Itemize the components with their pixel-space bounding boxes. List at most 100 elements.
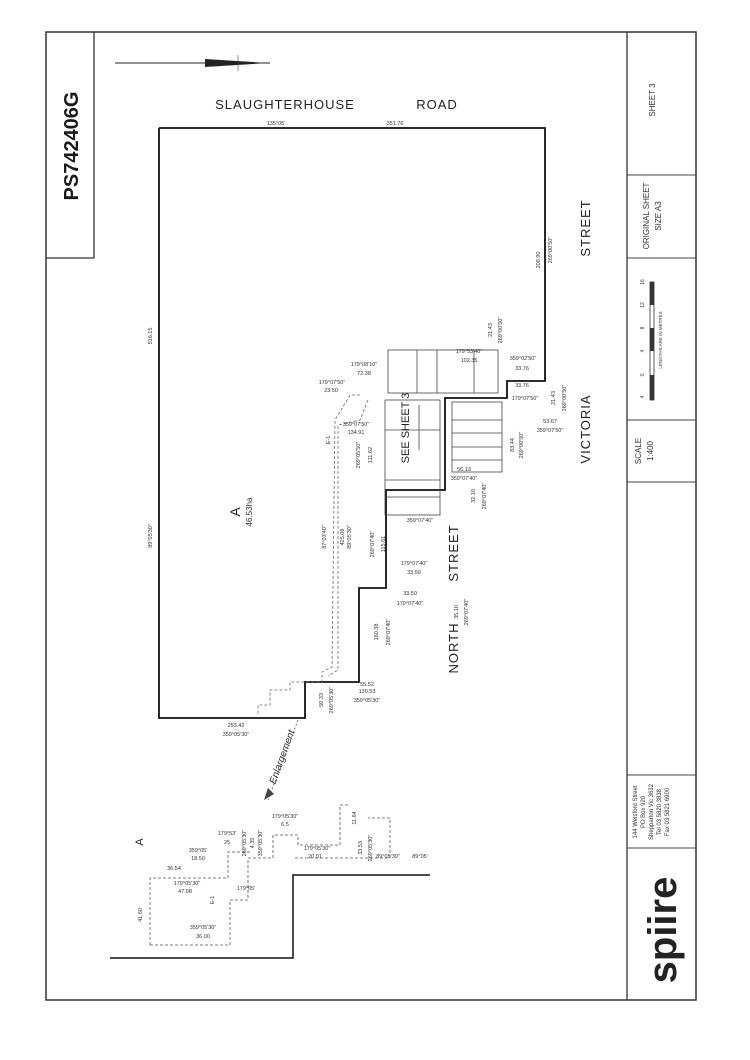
scale-label: SCALE xyxy=(634,438,643,464)
dimension-label: 134.91 xyxy=(348,430,365,436)
dimension-label: 359°07'40" xyxy=(407,518,434,524)
dimension-label: 18.50 xyxy=(191,856,205,862)
scale-value: 1:400 xyxy=(646,440,655,461)
scale-tick: 4 xyxy=(640,349,646,352)
dimension-label: 130.53 xyxy=(359,689,376,695)
dimension-label: 179°53'40" xyxy=(456,349,483,355)
dimension-label: 359°05' xyxy=(189,848,208,854)
scale-tick: 16 xyxy=(640,279,646,285)
dimension-label: 359°02'50" xyxy=(510,356,537,362)
dimension-label: E-1 xyxy=(326,436,332,445)
dimension-label: 269°05'30" xyxy=(329,687,335,714)
lot-area: 46.53ha xyxy=(245,497,254,526)
dimension-label: 72.38 xyxy=(357,371,371,377)
internal-lots xyxy=(384,349,503,516)
dimension-label: E-1 xyxy=(210,896,216,905)
dimension-label: 89°05'30" xyxy=(148,524,154,548)
lot-label: A xyxy=(227,507,243,517)
north-arrow-icon xyxy=(115,55,270,71)
road-name-north: NORTH xyxy=(446,623,461,674)
dimension-label: 359°07'40" xyxy=(451,476,478,482)
dimension-label: 359°05'30" xyxy=(258,830,264,857)
scale-tick: 12 xyxy=(640,302,646,308)
enlargement-label: Enlargement xyxy=(268,727,298,785)
address-line: Fax 03 5821 6900 xyxy=(665,787,671,836)
dimension-label: 135°05' xyxy=(267,121,286,127)
scale-tick: 4 xyxy=(640,395,646,398)
scale-bar: 4 0 4 8 12 16 LENGTHS ARE IN METRES xyxy=(640,279,663,401)
dimension-label: 269°00'50" xyxy=(562,385,568,412)
dimension-label: 41.60 xyxy=(138,908,144,922)
dimension-label: 89°05' xyxy=(412,854,428,860)
dimension-label: 269°07'40" xyxy=(464,599,470,626)
address-line: PO Box 920 xyxy=(641,795,647,828)
see-sheet-label: SEE SHEET 3 xyxy=(400,393,412,464)
dimension-label: 32.10 xyxy=(471,489,477,503)
dimension-label: 179°07'50" xyxy=(319,380,346,386)
dimension-label: 179°53' xyxy=(218,831,237,837)
road-name-slaughterhouse: SLAUGHTERHOUSE xyxy=(215,97,355,112)
dimension-label: 25 xyxy=(224,840,230,846)
dimension-label: 47.08 xyxy=(178,889,192,895)
dimension-label: 33.76 xyxy=(515,366,529,372)
sheet-number: SHEET 3 xyxy=(648,83,657,117)
original-sheet-line2: SIZE A3 xyxy=(654,201,663,231)
dimension-label: 269°07'40" xyxy=(386,619,392,646)
company-logo: spiire xyxy=(641,877,685,984)
dimension-label: 87°03'40" xyxy=(322,525,328,549)
dimension-label: 6.5 xyxy=(281,822,289,828)
dimension-label: 269°00'50" xyxy=(498,317,504,344)
dimension-label: 33.50 xyxy=(407,570,421,576)
dimension-label: 23.50 xyxy=(324,388,338,394)
dimension-label: 36.00 xyxy=(196,934,210,940)
parcel-boundary xyxy=(158,127,546,719)
dimension-label: 179°07'40" xyxy=(397,601,424,607)
road-name-slaughterhouse: ROAD xyxy=(416,97,458,112)
sheet-border xyxy=(45,31,697,1001)
dimension-label: 269°00'50" xyxy=(519,432,525,459)
dimension-label: 56.13 xyxy=(457,467,471,473)
dimension-label: 359°05'30" xyxy=(190,925,217,931)
dimension-label: 359°05'30" xyxy=(223,732,250,738)
dimension-label: 253.42 xyxy=(228,723,245,729)
dimension-label: 269°07'40" xyxy=(370,531,376,558)
dimension-label: 89°05'30" xyxy=(376,854,400,860)
road-name-north: STREET xyxy=(446,524,461,581)
detail-lot-label: A xyxy=(134,838,146,846)
easement-line xyxy=(327,399,369,677)
dimension-label: 359°07'50" xyxy=(343,422,370,428)
dimension-label: 269°05'30" xyxy=(368,835,374,862)
dimension-label: 208.90 xyxy=(536,252,542,269)
address-line: Shepparton Vic 3632 xyxy=(649,783,655,840)
address-line: 144 Welsford Street xyxy=(633,785,639,838)
dimension-label: 179°05'30" xyxy=(174,881,201,887)
dimension-label: 269°05'50" xyxy=(356,442,362,469)
dimension-label: 33.53 xyxy=(358,841,364,855)
address-line: Tel 03 5820 3838 xyxy=(657,788,663,835)
dimension-label: 179°05'30" xyxy=(304,846,331,852)
dimension-label: 4.35 xyxy=(250,838,256,849)
dimension-label: 160.38 xyxy=(374,624,380,641)
original-sheet-line1: ORIGINAL SHEET xyxy=(642,182,651,249)
enlargement-detail xyxy=(110,804,430,959)
dimension-label: 33.76 xyxy=(515,383,529,389)
dimension-label: 21.43 xyxy=(551,391,557,405)
dimension-label: 33.50 xyxy=(403,591,417,597)
dimension-label: 269°07'40" xyxy=(482,483,488,510)
dimension-label: 53.67 xyxy=(543,419,557,425)
dimension-label: 179°05'30" xyxy=(272,814,299,820)
dimension-label: 179°08'10" xyxy=(351,362,378,368)
road-name-victoria: STREET xyxy=(578,199,593,256)
dimension-label: 89°05'30" xyxy=(347,525,353,549)
dimension-label: 55.52 xyxy=(360,682,374,688)
dimension-label: 359°05'30" xyxy=(354,698,381,704)
dimension-label: 83.44 xyxy=(510,438,516,452)
dimension-label: 179°05' xyxy=(237,886,256,892)
dimension-label: 115.61 xyxy=(381,536,387,552)
dimension-label: 11.64 xyxy=(352,811,358,824)
plan-number: PS742406G xyxy=(61,92,83,201)
scale-tick: 0 xyxy=(640,373,646,376)
dimension-label: 516.15 xyxy=(148,328,154,345)
